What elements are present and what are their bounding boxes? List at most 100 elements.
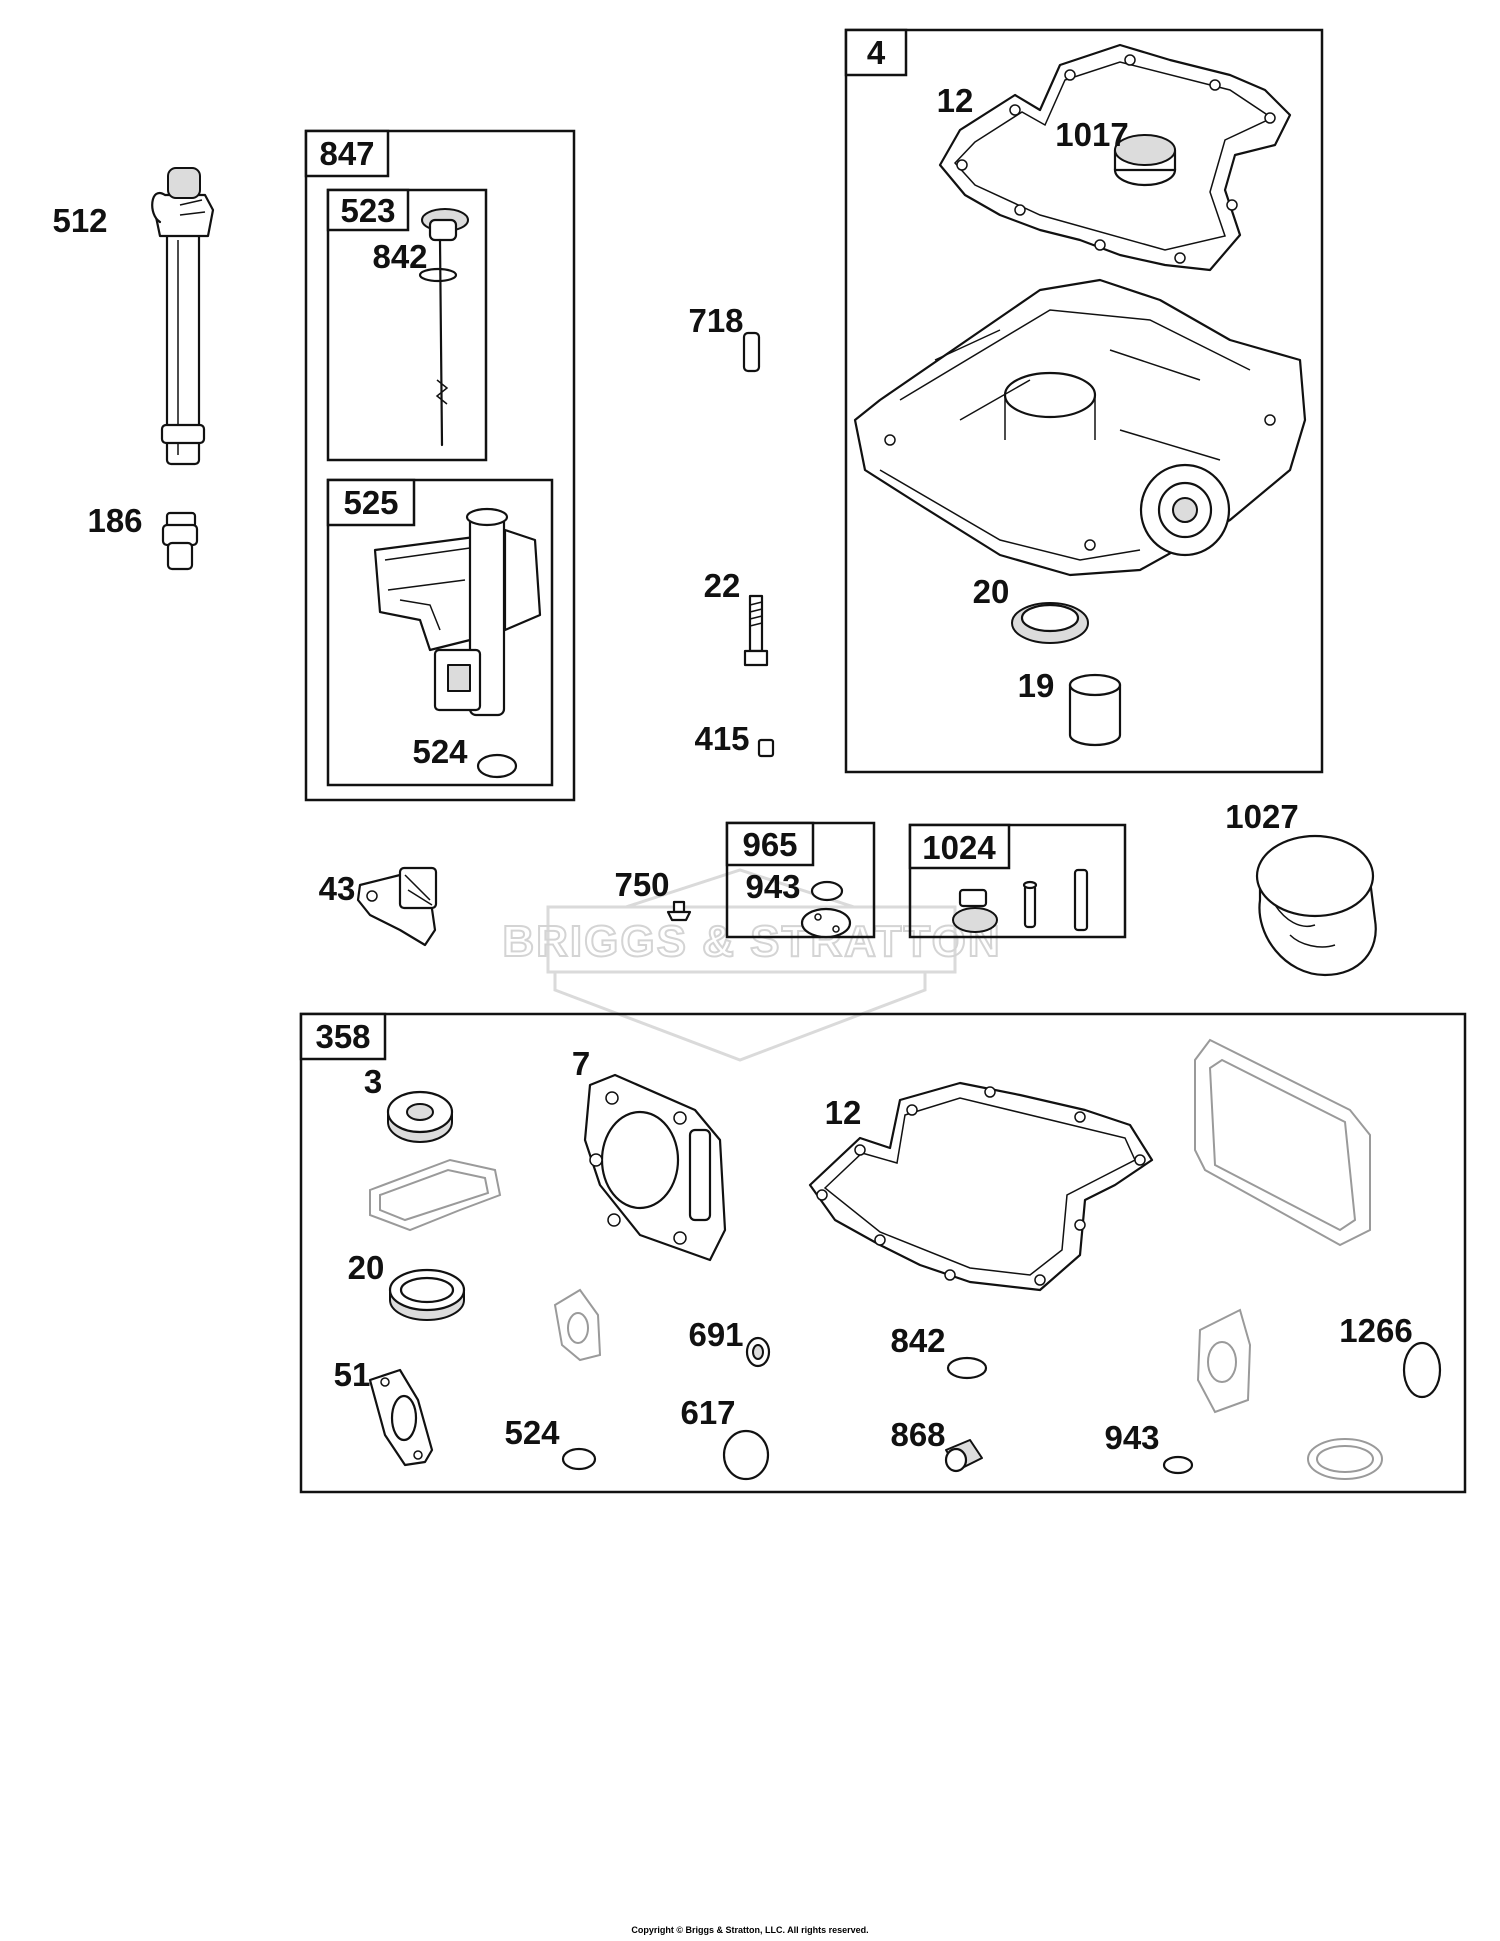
group-4: 4 xyxy=(844,28,1324,774)
svg-text:1024: 1024 xyxy=(922,829,996,866)
part-22-bolt xyxy=(743,594,769,667)
svg-text:1027: 1027 xyxy=(1225,798,1298,835)
part-186-fitting xyxy=(161,511,199,571)
gasket-intake-gray xyxy=(553,1288,602,1362)
part-51-gasket xyxy=(368,1368,434,1467)
part-525-dipstick-tube-assembly xyxy=(373,507,542,717)
part-20-oil-seal-set xyxy=(388,1268,466,1321)
svg-text:12: 12 xyxy=(825,1094,862,1131)
callout-868: 868 xyxy=(890,1416,945,1453)
part-43-governor-assembly xyxy=(356,866,438,947)
group-358: 358 xyxy=(299,1012,1467,1494)
gasket-left-gray xyxy=(369,1158,502,1232)
svg-text:186: 186 xyxy=(87,502,142,539)
part-1024-pump-rotor xyxy=(952,888,998,933)
part-943-o-ring-set xyxy=(1162,1455,1194,1475)
part-7-head-gasket xyxy=(583,1073,727,1262)
svg-text:415: 415 xyxy=(694,720,749,757)
briggs-stratton-watermark: BRIGGS & STRATTON xyxy=(501,868,1001,1062)
part-842-o-ring-set xyxy=(946,1356,988,1380)
part-523-dipstick xyxy=(418,208,469,447)
part-1024-pin-1 xyxy=(1022,880,1038,929)
part-4-sump-body xyxy=(853,278,1307,577)
callout-12-set: 12 xyxy=(825,1094,862,1131)
callout-1027: 1027 xyxy=(1225,798,1298,835)
part-415-plug xyxy=(757,738,775,758)
callout-20-set: 20 xyxy=(348,1249,385,1286)
callout-20-seal: 20 xyxy=(973,573,1010,610)
callout-512: 512 xyxy=(52,202,107,239)
callout-943-set: 943 xyxy=(1104,1419,1159,1456)
svg-text:20: 20 xyxy=(973,573,1010,610)
callout-1017: 1017 xyxy=(1055,116,1128,153)
callout-524-set: 524 xyxy=(504,1414,560,1451)
svg-text:750: 750 xyxy=(614,866,669,903)
part-3-oil-seal xyxy=(386,1090,454,1143)
svg-text:358: 358 xyxy=(315,1018,370,1055)
svg-text:1017: 1017 xyxy=(1055,116,1128,153)
part-965-cover xyxy=(800,907,852,939)
gasket-exhaust-gray xyxy=(1196,1308,1252,1414)
part-718-dowel-pin xyxy=(742,331,761,373)
part-617-o-ring xyxy=(722,1429,770,1481)
svg-text:842: 842 xyxy=(372,238,427,275)
part-691-washer xyxy=(745,1336,771,1368)
callout-1266: 1266 xyxy=(1339,1312,1412,1349)
group-523: 523 xyxy=(326,188,488,462)
svg-text:943: 943 xyxy=(745,868,800,905)
callout-43: 43 xyxy=(319,870,356,907)
part-19-bushing xyxy=(1068,673,1122,747)
svg-text:868: 868 xyxy=(890,1416,945,1453)
callout-617: 617 xyxy=(680,1394,735,1431)
callout-524-tube-ring: 524 xyxy=(412,733,468,770)
part-868-seal xyxy=(944,1439,983,1473)
svg-text:12: 12 xyxy=(937,82,974,119)
callout-3: 3 xyxy=(364,1063,382,1100)
callout-842-dipstick-ring: 842 xyxy=(372,238,427,275)
part-1024-pin-2 xyxy=(1073,868,1089,932)
part-750-screw xyxy=(666,900,692,922)
svg-text:19: 19 xyxy=(1018,667,1055,704)
svg-text:718: 718 xyxy=(688,302,743,339)
svg-text:943: 943 xyxy=(1104,1419,1159,1456)
svg-text:43: 43 xyxy=(319,870,356,907)
callout-12-sump-gasket: 12 xyxy=(937,82,974,119)
callout-51: 51 xyxy=(334,1356,371,1393)
group-847: 847 xyxy=(304,129,576,802)
callout-842-set: 842 xyxy=(890,1322,945,1359)
svg-text:51: 51 xyxy=(334,1356,371,1393)
group-965: 965 xyxy=(725,821,876,939)
group-525: 525 xyxy=(326,478,554,787)
part-943-o-ring-965 xyxy=(810,880,844,902)
svg-text:BRIGGS & STRATTON: BRIGGS & STRATTON xyxy=(502,917,1001,966)
svg-text:20: 20 xyxy=(348,1249,385,1286)
group-1024: 1024 xyxy=(908,823,1127,939)
callout-943-965: 943 xyxy=(745,868,800,905)
svg-text:617: 617 xyxy=(680,1394,735,1431)
svg-text:847: 847 xyxy=(319,135,374,172)
gasket-valve-cover-gray xyxy=(1194,1038,1371,1247)
part-1027-oil-filter xyxy=(1255,834,1377,977)
part-1017-plug xyxy=(1113,134,1177,187)
svg-text:523: 523 xyxy=(340,192,395,229)
svg-text:3: 3 xyxy=(364,1063,382,1100)
part-524-o-ring-set xyxy=(561,1447,597,1471)
svg-text:525: 525 xyxy=(343,484,398,521)
svg-text:7: 7 xyxy=(572,1045,590,1082)
svg-text:22: 22 xyxy=(704,567,741,604)
svg-text:524: 524 xyxy=(504,1414,560,1451)
svg-text:512: 512 xyxy=(52,202,107,239)
part-20-oil-seal xyxy=(1011,602,1089,644)
gasket-oval-gray xyxy=(1307,1438,1383,1480)
callout-415: 415 xyxy=(694,720,749,757)
svg-text:691: 691 xyxy=(688,1316,743,1353)
svg-text:965: 965 xyxy=(742,826,797,863)
part-512-dipstick-tube xyxy=(151,167,215,466)
svg-text:842: 842 xyxy=(890,1322,945,1359)
svg-text:1266: 1266 xyxy=(1339,1312,1412,1349)
callout-22: 22 xyxy=(704,567,741,604)
part-524-o-ring xyxy=(476,753,518,779)
copyright-notice: Copyright © Briggs & Stratton, LLC. All … xyxy=(631,1925,868,1935)
callout-750: 750 xyxy=(614,866,669,903)
